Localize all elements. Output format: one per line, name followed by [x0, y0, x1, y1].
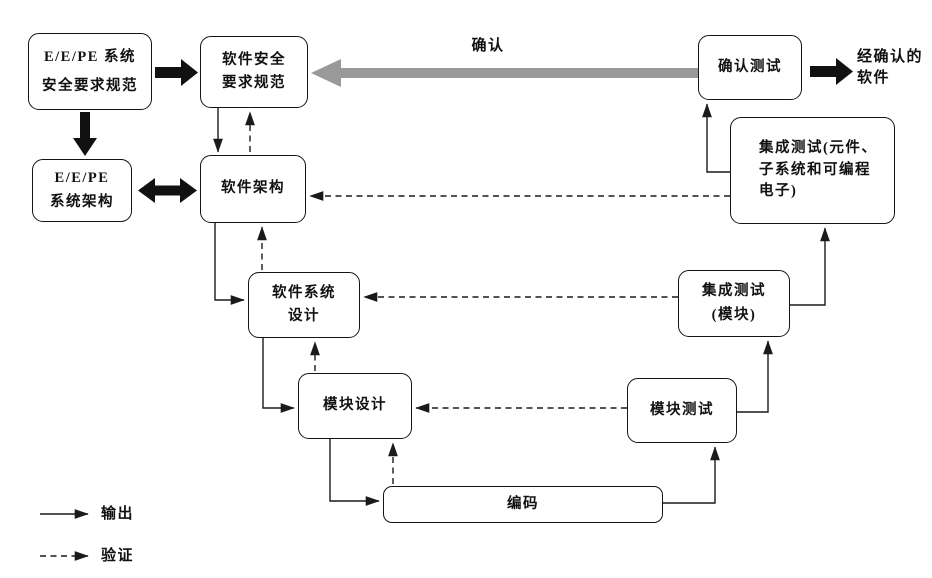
validation-gray-arrow	[311, 59, 698, 87]
node-label: 要求规范	[222, 75, 286, 91]
legend-verification-label: 验证	[101, 548, 135, 564]
node-label: 电子)	[759, 183, 798, 200]
node-label: 模块设计	[323, 397, 387, 414]
node-software-safety-requirements: 软件安全 要求规范	[200, 36, 308, 108]
validated-software-line: 经确认的	[857, 49, 924, 65]
node-label: 软件安全	[222, 51, 286, 68]
node-integration-testing-components: 集成测试(元件、 子系统和可编程 电子)	[730, 117, 895, 224]
node-label: 系统架构	[50, 193, 114, 210]
node-label: 软件架构	[221, 180, 285, 197]
node-label: E/E/PE	[54, 170, 110, 187]
node-label: E/E/PE 系统	[43, 49, 137, 66]
output-arrow-moduletest-to-intmodule	[737, 340, 773, 413]
node-validation-testing: 确认测试	[698, 35, 802, 100]
node-label: 确认测试	[718, 58, 782, 75]
output-arrow-coding-to-moduletest	[663, 446, 720, 504]
node-label: 子系统和可编程	[759, 161, 871, 178]
node-label: (模块)	[711, 306, 757, 323]
validated-software-label: 经确认的 软件	[857, 47, 923, 89]
block-arrow-eepearch-swarch-bidirectional	[138, 178, 197, 203]
node-label: 软件系统	[272, 284, 336, 301]
node-software-system-design: 软件系统 设计	[248, 272, 360, 338]
legend-output-label: 输出	[101, 506, 135, 522]
node-label: 集成测试(元件、	[759, 139, 878, 156]
node-module-testing: 模块测试	[627, 378, 737, 443]
node-label: 安全要求规范	[42, 77, 138, 94]
node-module-design: 模块设计	[298, 373, 412, 439]
node-label: 集成测试	[702, 283, 766, 300]
node-label: 设计	[288, 308, 320, 324]
output-arrow-moduledesign-to-coding	[329, 439, 380, 506]
block-arrow-eepesrs-to-swsrs	[155, 59, 198, 86]
node-ee-pe-system-architecture: E/E/PE 系统架构	[32, 159, 132, 222]
node-coding: 编码	[383, 486, 663, 523]
node-integration-testing-module: 集成测试 (模块)	[678, 270, 790, 337]
node-label: 模块测试	[650, 401, 714, 418]
output-arrow-intpe-to-validationtest	[702, 103, 730, 173]
node-ee-pe-system-safety-requirements: E/E/PE 系统 安全要求规范	[28, 33, 152, 110]
validated-software-line: 软件	[857, 70, 891, 86]
node-label: 编码	[507, 495, 539, 512]
validation-arrow-label: 确认	[471, 38, 505, 54]
block-arrow-validationtest-to-validatedsoftware	[810, 58, 853, 85]
node-software-architecture: 软件架构	[200, 155, 306, 223]
block-arrow-eepesrs-to-eepearch	[73, 112, 97, 156]
output-arrow-swsysdesign-to-moduledesign	[262, 338, 295, 413]
output-arrow-intmodule-to-intpe	[790, 227, 830, 306]
output-arrow-swarch-to-swsysdesign	[214, 223, 245, 305]
